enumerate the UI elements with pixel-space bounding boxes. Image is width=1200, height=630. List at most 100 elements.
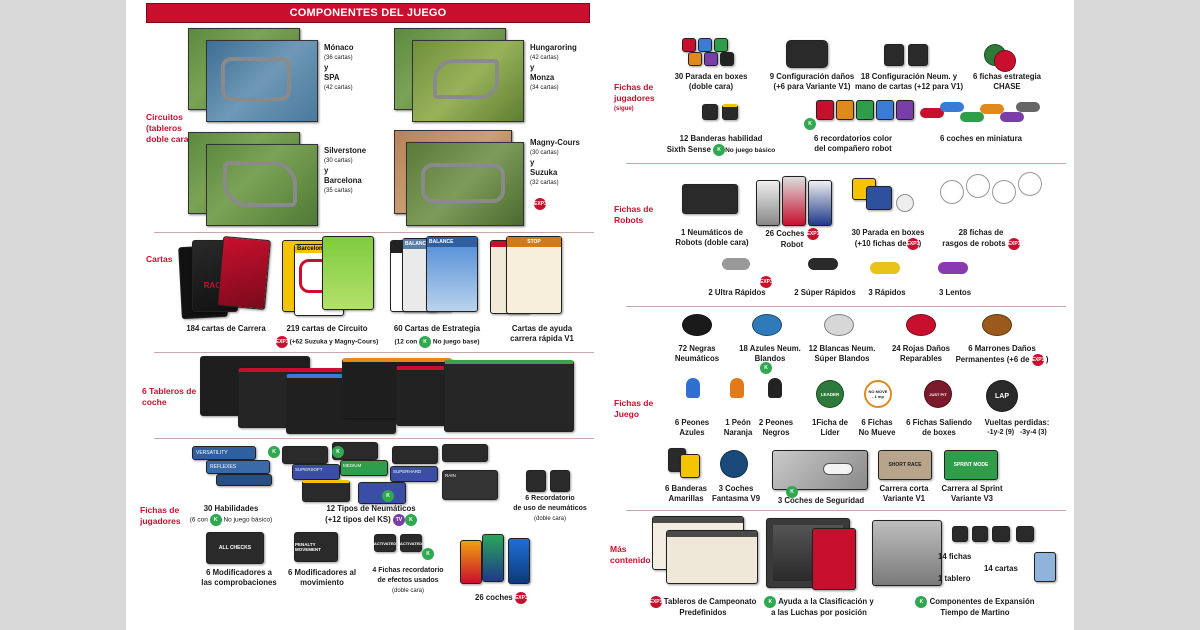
safety-car-board xyxy=(772,450,868,490)
strategy-card-3: BALANCE xyxy=(426,236,478,312)
k-badge: K xyxy=(422,548,434,560)
label-coches-robot: 26 Coches EXP3 Robot xyxy=(765,228,820,249)
modifier-all-checks: ALL CHECKS xyxy=(206,532,264,564)
robot-mini-super xyxy=(808,258,838,270)
car-standee-2 xyxy=(482,534,504,582)
chase-token-2 xyxy=(994,50,1016,72)
sixth-sense-flag-1 xyxy=(702,104,718,120)
label-azules: 18 Azules Neum. Blandos xyxy=(739,344,801,363)
tyre-token-black xyxy=(682,314,712,336)
robot-trait-1 xyxy=(940,180,964,204)
label-robot-parada: 30 Parada en boxes (+10 fichas deEXP3) xyxy=(851,228,925,250)
label-blancas: 12 Blancas Neum. Súper Blandos xyxy=(808,344,876,363)
label-negras: 72 Negras Neumáticos xyxy=(674,344,720,363)
tyre-token-4 xyxy=(442,444,488,462)
pit-stop-tokens xyxy=(682,38,742,68)
board-magny-cours xyxy=(406,142,524,226)
circuit-label-4: Magny-Cours (30 cartas) y Suzuka (32 car… xyxy=(530,138,580,186)
robot-trait-3 xyxy=(992,180,1016,204)
sixth-sense-flag-2 xyxy=(722,104,738,120)
label-super: 2 Súper Rápidos xyxy=(794,288,856,297)
label-neum-config: 18 Configuración Neum. y mano de cartas … xyxy=(854,72,964,91)
just-pit-token: JUST PIT xyxy=(924,380,952,408)
section-fichas-jugadores-right: Fichas de jugadores (sigue) xyxy=(614,82,655,112)
tyre-medium: MEDIUM xyxy=(340,460,388,476)
label-miniaturas: 6 coches en miniatura xyxy=(940,134,1022,143)
expansion-token-1 xyxy=(952,526,968,542)
tyre-token-3 xyxy=(392,446,438,464)
help-card-2: STOP xyxy=(506,236,562,314)
label-habilidades: 30 Habilidades (6 con K No juego básico) xyxy=(176,504,286,526)
skill-token-2: REFLEXES xyxy=(206,460,270,474)
circuit-label-1: Mónaco (36 cartas) y SPA (42 cartas) xyxy=(324,43,354,91)
exp3-badge: EXP3 xyxy=(760,276,773,288)
label-efectos: 4 Fichas recordatorio de efectos usados … xyxy=(372,567,444,594)
cards-label-race: 184 cartas de Carrera xyxy=(186,324,266,333)
no-move-token: NO MOVE- 1 mp xyxy=(864,380,892,408)
modifier-penalty: PENALTY MOVEMENT xyxy=(294,532,338,562)
robot-tyre-token xyxy=(682,184,738,214)
label-lentos: 3 Lentos xyxy=(938,288,972,297)
divider xyxy=(626,306,1066,307)
leader-token: LEADER xyxy=(816,380,844,408)
robot-pit-token-3 xyxy=(896,194,914,212)
k-badge: K xyxy=(268,446,280,458)
label-modificadores-1: 6 Modificadores a las comprobaciones xyxy=(201,568,277,587)
expansion-token-2 xyxy=(972,526,988,542)
section-mas-contenido: Más contenido xyxy=(610,544,651,565)
k-badge: K xyxy=(804,118,816,130)
label-14-fichas: 14 fichas xyxy=(938,552,972,561)
car-standee-3 xyxy=(508,538,530,584)
cards-label-strategy: 60 Cartas de Estrategia xyxy=(393,324,481,333)
section-cartas: Cartas xyxy=(146,254,173,264)
label-marrones: 6 Marrones Daños Permanentes (+6 de EXP3… xyxy=(955,344,1049,366)
label-peon-naranja: 1 Peón Naranja xyxy=(723,418,753,437)
pawn-blue xyxy=(686,378,700,398)
yellow-flag-2 xyxy=(680,454,700,478)
section-fichas-juego: Fichas de Juego xyxy=(614,398,654,419)
cards-sub-strategy: (12 con K No juego base) xyxy=(382,336,492,348)
label-saliendo-boxes: 6 Fichas Saliendo de boxes xyxy=(906,418,972,437)
ghost-car-token xyxy=(720,450,748,478)
miniature-cars xyxy=(920,100,1040,128)
k-badge: K xyxy=(332,446,344,458)
lap-token: LAP xyxy=(986,380,1018,412)
divider xyxy=(154,352,594,353)
k-badge: K xyxy=(760,362,772,374)
damage-config-token xyxy=(786,40,828,68)
tyre-token-1 xyxy=(282,446,328,464)
robot-car-3 xyxy=(808,180,832,226)
sprint-mode-card: SPRINT MODE xyxy=(944,450,998,480)
label-rapidos: 3 Rápidos xyxy=(868,288,906,297)
cards-label-help: Cartas de ayuda carrera rápida V1 xyxy=(510,324,574,343)
car-standee-1 xyxy=(460,540,482,584)
k-badge: K xyxy=(786,486,798,498)
tyre-token-5 xyxy=(302,480,350,502)
effect-token-2: ACTIVATED xyxy=(400,534,422,552)
label-modificadores-2: 6 Modificadores al movimiento xyxy=(287,568,357,587)
cards-label-circuit: 219 cartas de Circuito xyxy=(286,324,368,333)
label-campeonato: EXP3 Tableros de Campeonato Predefinidos xyxy=(649,596,757,617)
label-peones-azules: 6 Peones Azules xyxy=(674,418,710,437)
robot-trait-4 xyxy=(1018,172,1042,196)
label-recordatorios-color: 6 recordatorios color del compañero robo… xyxy=(814,134,892,153)
robot-trait-2 xyxy=(966,174,990,198)
tyre-config-token-2 xyxy=(908,44,928,66)
label-recordatorio: 6 Recordatorio de uso de neumáticos (dob… xyxy=(513,495,587,522)
expansion-token-4 xyxy=(1016,526,1034,542)
label-coches-left: 26 coches EXP3 xyxy=(475,592,528,604)
tyre-reminder-2 xyxy=(550,470,570,492)
label-robot-neum: 1 Neumáticos de Robots (doble cara) xyxy=(675,228,749,247)
label-lider: 1Ficha de Líder xyxy=(812,418,848,437)
tyre-supehard: SUPERHARD xyxy=(390,466,438,482)
cards-sub-circuit: EXP3 (+62 Suzuka y Magny-Cours) xyxy=(268,336,386,348)
tyre-supersoft: SUPERSOFT xyxy=(292,464,340,480)
robot-car-2 xyxy=(782,176,806,226)
pawn-orange xyxy=(730,378,744,398)
robot-car-1 xyxy=(756,180,780,226)
short-race-card: SHORT RACE xyxy=(878,450,932,480)
tyre-token-blue xyxy=(752,314,782,336)
board-silverstone xyxy=(206,144,318,226)
label-expansion: K Componentes de Expansión Tiempo de Mar… xyxy=(900,596,1050,618)
